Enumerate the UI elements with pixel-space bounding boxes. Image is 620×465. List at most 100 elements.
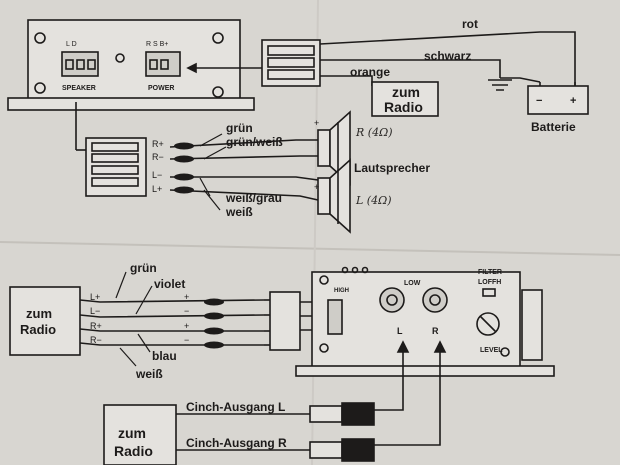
- radio-polarity-0: +: [184, 292, 189, 302]
- label-lautsprecher: Lautsprecher: [354, 161, 430, 175]
- sub-label-level: LEVEL: [480, 347, 503, 354]
- power-terminal: [145, 51, 181, 77]
- radio-top-zum: zum: [392, 84, 420, 100]
- paper-fold-horizontal: [0, 241, 620, 256]
- pin-l-plus: L+: [152, 184, 162, 194]
- terminal-pin: [149, 59, 158, 70]
- note-left-speaker: L (4Ω): [355, 194, 392, 207]
- radio-pin-2: R+: [90, 321, 102, 331]
- ground-symbol: [488, 79, 512, 91]
- amplifier-body: [27, 19, 241, 103]
- leader-line: [203, 146, 227, 160]
- cinch-out-l: Cinch-Ausgang L: [186, 400, 285, 414]
- wire-twist: [174, 142, 194, 150]
- terminal-pin: [65, 59, 74, 70]
- wire-twist: [204, 312, 224, 320]
- wire-rot: [319, 31, 576, 86]
- mount-hole: [212, 86, 224, 98]
- radio-connector: [264, 291, 322, 351]
- radio-pin-0: L+: [90, 292, 100, 302]
- subwoofer-amp: [295, 266, 555, 377]
- rca-plug-l: [309, 402, 375, 426]
- mount-hole: [34, 32, 46, 44]
- power-connector: [186, 39, 321, 87]
- mount-hole: [34, 82, 46, 94]
- mount-hole: [212, 32, 224, 44]
- radio-box-top: [371, 81, 439, 117]
- radio-wire-violet: violet: [154, 277, 185, 291]
- speaker-terminal-label: SPEAKER: [62, 85, 96, 92]
- sub-label-filter: FILTER: [478, 269, 502, 276]
- radio-bottom-zum: zum: [118, 425, 146, 441]
- terminal-pin: [87, 59, 96, 70]
- indicator-led: [115, 53, 125, 63]
- radio-mid-zum: zum: [26, 306, 52, 321]
- sub-label-l: L: [397, 326, 403, 336]
- battery: [500, 77, 589, 115]
- arrow-line-r: [374, 345, 441, 446]
- power-pin-labels: R S B+: [146, 41, 168, 48]
- leader-line: [199, 133, 223, 147]
- pin-r-plus: R+: [152, 139, 164, 149]
- radio-box-bottom: [103, 404, 177, 465]
- radio-top-radio: Radio: [384, 99, 423, 115]
- battery-plus: +: [570, 95, 576, 107]
- radio-polarity-3: −: [184, 335, 189, 345]
- label-orange: orange: [350, 65, 390, 79]
- radio-box-middle: [9, 286, 81, 356]
- wire-label-gruen: grün: [226, 121, 253, 135]
- wire-twist: [204, 327, 224, 335]
- wire-twist: [174, 173, 194, 181]
- leader-line: [135, 285, 153, 315]
- radio-pin-3: R−: [90, 335, 102, 345]
- speaker-connector: [85, 137, 147, 197]
- radio-mid-radio: Radio: [20, 322, 56, 337]
- cinch-out-r: Cinch-Ausgang R: [186, 436, 287, 450]
- radio-wire-gruen: grün: [130, 261, 157, 275]
- wire-twist: [204, 298, 224, 306]
- battery-minus: −: [536, 95, 542, 107]
- sub-label-high: HIGH: [334, 288, 349, 294]
- sub-label-r: R: [432, 326, 439, 336]
- radio-wire-blau: blau: [152, 349, 177, 363]
- wire-label-weiss-grau: weiß/grau: [225, 191, 282, 205]
- speaker-left: [317, 158, 351, 234]
- leader-line: [119, 347, 137, 367]
- speaker-pin-labels: L D: [66, 41, 77, 48]
- pin-l-minus: L−: [152, 170, 162, 180]
- radio-wire-weiss: weiß: [135, 367, 163, 381]
- rca-plug-r: [309, 438, 375, 462]
- leader-line: [115, 271, 127, 299]
- wire-label-gruen-weiss: grün/weiß: [226, 135, 283, 149]
- amplifier-heatsink: [7, 97, 255, 111]
- terminal-pin: [160, 59, 169, 70]
- radio-pin-1: L−: [90, 306, 100, 316]
- radio-polarity-2: +: [184, 321, 189, 331]
- wire-twist: [174, 186, 194, 194]
- wire-r-plus: [169, 139, 318, 148]
- wire-twist: [174, 155, 194, 163]
- note-right-speaker: R (4Ω): [355, 126, 392, 139]
- leader-line: [199, 177, 211, 197]
- pin-r-minus: R−: [152, 152, 164, 162]
- label-schwarz: schwarz: [424, 49, 471, 63]
- radio-polarity-1: −: [184, 306, 189, 316]
- leader-line: [137, 333, 151, 353]
- arrow-line-l: [374, 345, 404, 411]
- sub-label-low: LOW: [404, 280, 421, 287]
- wire-r-minus: [169, 155, 318, 160]
- leader-line: [203, 189, 221, 211]
- speaker-terminal: [61, 51, 99, 77]
- wire-label-weiss: weiß: [225, 205, 253, 219]
- wire-l-plus: [169, 189, 319, 201]
- amplifier-unit: [7, 19, 255, 151]
- speaker-left-plus: +: [314, 182, 319, 192]
- wire-twist: [204, 341, 224, 349]
- label-rot: rot: [462, 17, 478, 31]
- radio-bottom-radio: Radio: [114, 443, 153, 459]
- power-terminal-label: POWER: [148, 85, 174, 92]
- wire-l-minus: [170, 176, 319, 181]
- sub-label-loffh: LOFFH: [478, 279, 501, 286]
